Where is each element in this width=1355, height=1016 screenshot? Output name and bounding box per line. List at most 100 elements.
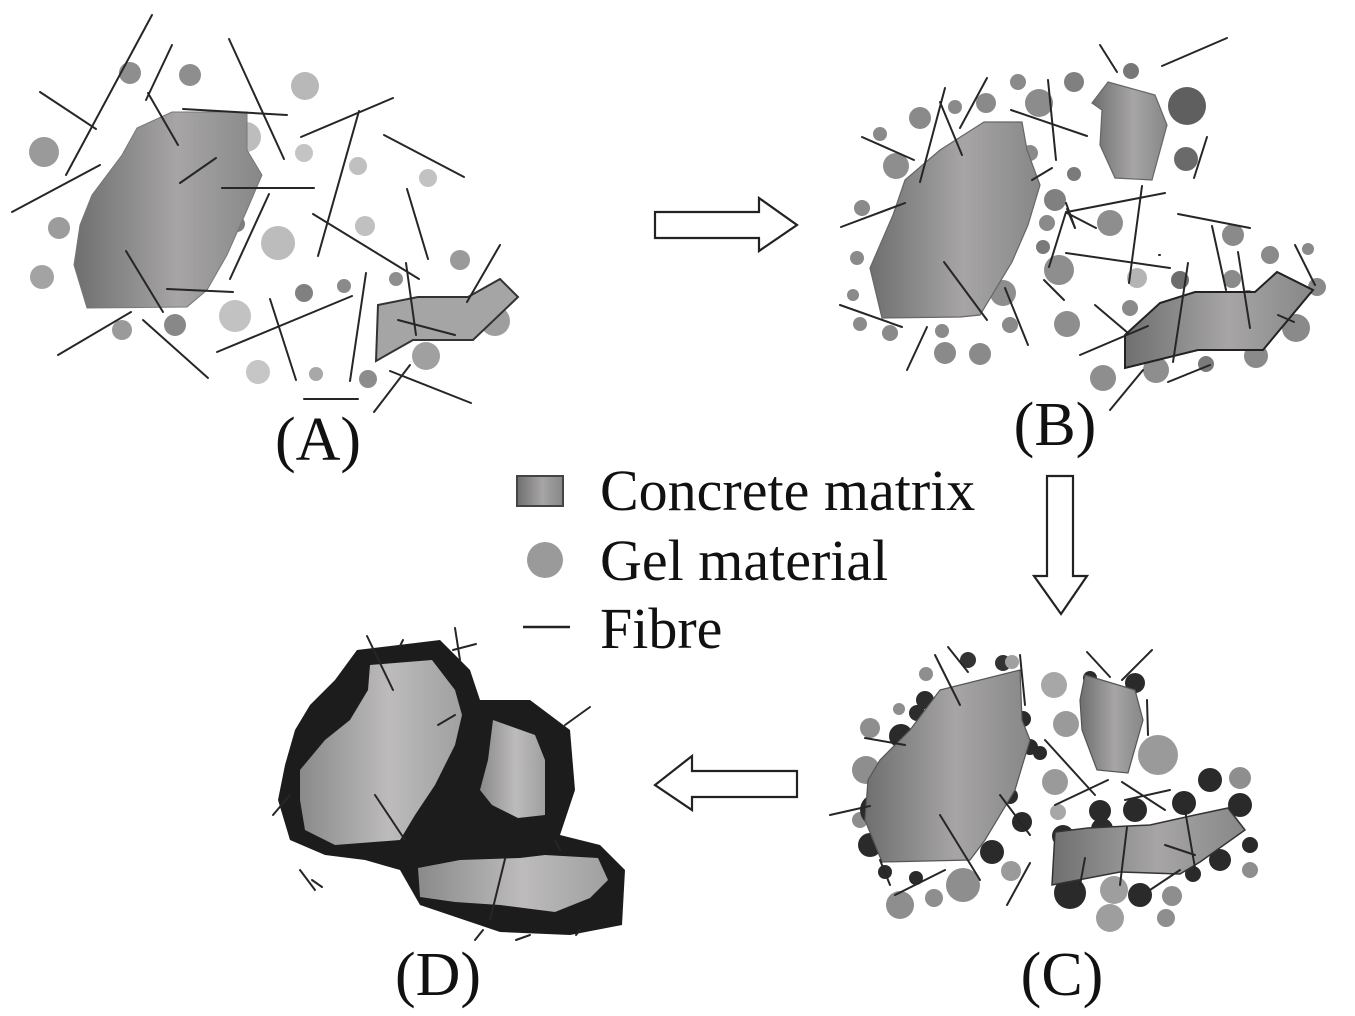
fibre — [1086, 651, 1111, 678]
fibre — [389, 370, 472, 404]
fibre — [272, 794, 291, 816]
gel-particle — [1261, 246, 1279, 264]
gel-particle — [246, 360, 270, 384]
fibre — [145, 44, 173, 101]
panel-d-label: (D) — [395, 941, 481, 1009]
gel-particle — [1044, 255, 1074, 285]
gel-particle — [886, 891, 914, 919]
gel-particle-coated — [1198, 768, 1222, 792]
fibre — [317, 110, 360, 257]
gel-particle — [1025, 89, 1053, 117]
gel-particle — [882, 325, 898, 341]
fibre — [864, 737, 906, 746]
arrow-down-icon — [1031, 474, 1090, 616]
gel-particle — [1053, 711, 1079, 737]
gel-particle — [847, 289, 859, 301]
fibre — [474, 929, 484, 941]
gel-particle — [29, 137, 59, 167]
fibres — [829, 646, 1196, 906]
fibre — [1237, 251, 1251, 329]
fibre — [366, 635, 394, 691]
panel-c — [829, 646, 1258, 932]
gel-particle-coated — [909, 871, 923, 885]
fibre — [405, 262, 417, 336]
panel-a — [11, 14, 520, 413]
gel-particle — [1222, 224, 1244, 246]
fibre — [397, 319, 456, 336]
gel-particle — [1100, 876, 1128, 904]
fibre — [1109, 369, 1144, 411]
fibre — [406, 188, 429, 260]
panel-a-label: (A) — [275, 406, 361, 474]
gel-particle — [179, 64, 201, 86]
gel-particle — [1223, 270, 1241, 288]
gel-particle — [309, 367, 323, 381]
gel-particle — [1064, 72, 1084, 92]
gel-particle — [1242, 862, 1258, 878]
fibre — [939, 101, 963, 156]
gel-particle — [1122, 300, 1138, 316]
fibre — [1277, 314, 1295, 323]
fibre — [1044, 739, 1096, 796]
fibre — [1048, 211, 1067, 268]
gel-particle — [261, 226, 295, 260]
fibre — [575, 929, 581, 936]
fibre — [1079, 325, 1149, 356]
fibre — [39, 91, 97, 130]
fibre — [1167, 364, 1211, 383]
concrete-matrix-large — [73, 111, 263, 309]
fibre — [1065, 252, 1171, 269]
gel-particle-coated — [1242, 837, 1258, 853]
gel-particle — [1096, 904, 1124, 932]
fibre — [939, 814, 981, 881]
gel-particle — [854, 200, 870, 216]
gel-particle — [1050, 804, 1066, 820]
fibre — [1211, 225, 1227, 291]
fibre — [934, 654, 961, 706]
fibre — [906, 326, 928, 371]
fibre — [299, 869, 316, 891]
gel-particle — [909, 107, 931, 129]
gel-particle — [1005, 655, 1019, 669]
gel-particle — [1174, 147, 1198, 171]
gel-particle — [1054, 311, 1080, 337]
fibres — [11, 14, 501, 413]
fibre — [349, 272, 367, 382]
gel-particle — [1039, 215, 1055, 231]
gel-particle — [359, 370, 377, 388]
panel-d — [272, 627, 625, 941]
fibre — [1066, 192, 1166, 213]
fibre — [1099, 44, 1118, 73]
gel-particle — [1090, 365, 1116, 391]
arrow-left-icon — [653, 753, 799, 813]
gel-particle — [893, 703, 905, 715]
fibre — [1172, 262, 1189, 363]
gel-particle — [935, 324, 949, 338]
fibre — [383, 134, 465, 178]
fibre — [1161, 37, 1228, 67]
gel-particle — [850, 251, 864, 265]
gel-particle — [934, 342, 956, 364]
concrete-matrix-band — [1051, 807, 1247, 886]
gel-particle — [860, 718, 880, 738]
legend-label-fibre: Fibre — [600, 596, 722, 661]
gel-particle-coated — [1172, 791, 1196, 815]
gel-particle — [1302, 243, 1314, 255]
fibres — [272, 627, 591, 941]
fibre — [1066, 212, 1097, 229]
fibre — [1294, 244, 1316, 286]
fibre — [1149, 869, 1181, 891]
fibre — [1146, 699, 1149, 736]
fibre — [142, 319, 209, 379]
gel-particle — [883, 153, 909, 179]
fibre — [861, 136, 915, 161]
fibre — [57, 311, 132, 356]
fibre — [452, 643, 477, 651]
gel-particle — [450, 250, 470, 270]
legend: Concrete matrix Gel material Fibre — [516, 458, 975, 661]
fibre — [182, 108, 288, 116]
gel-particle — [853, 317, 867, 331]
fibre — [840, 202, 906, 228]
fibre — [373, 364, 411, 413]
gel-particle — [873, 127, 887, 141]
